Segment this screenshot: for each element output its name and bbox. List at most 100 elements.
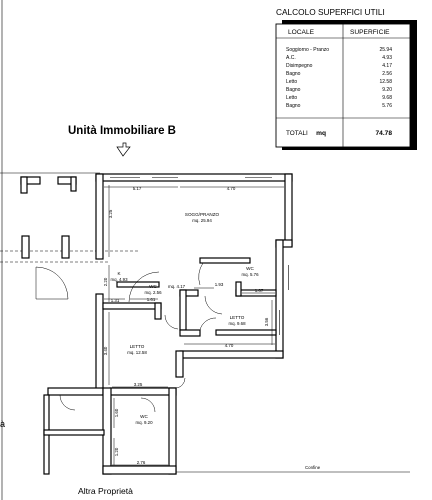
table-row: A.C. 4.93 [286,55,392,61]
room-area: mq. 9.20 [135,420,153,425]
wall-pier [70,176,77,192]
table-row: Letto 12.58 [286,79,392,85]
dim-label: 5.17 [133,186,142,191]
wall-pier [61,235,70,259]
row-value: 9.20 [382,87,392,93]
wall-stub [175,350,184,378]
room-name: LETTO [230,315,245,320]
wall-wc2 [199,257,251,264]
left-cut-label: à [0,419,5,429]
wall-mid-stub [154,302,162,320]
row-value: 2.56 [382,71,392,77]
room-name: LETTO [130,344,145,349]
room-area: mq. 4.93 [110,277,128,282]
room-area: mq. 25.94 [192,218,212,223]
dim-label: 1.67 [255,288,264,293]
room-name: K [117,271,121,276]
door-swing [175,377,186,389]
dim-label: 3.25 [108,209,113,218]
door-swing [164,314,179,330]
room-name: WC [246,266,254,271]
door-swing [199,317,217,331]
row-name: Bagno [286,87,301,93]
row-name: Letto [286,79,297,85]
dim-label: 2.76 [137,460,146,465]
table-row: Bagno 2.56 [286,71,392,77]
row-value: 12.58 [379,79,392,85]
room-name: SOGG/PRANZO [185,212,220,217]
room-area: mq. 4.17 [168,284,186,289]
dim-label: 1.61 [147,297,156,302]
wall-k [116,281,160,288]
wall-pier [21,235,30,259]
wall-left-partition [95,293,104,395]
down-arrow-icon [116,142,131,157]
wall-dis [179,329,201,337]
dim-label: 1.31 [111,298,120,303]
dim-label: 3.56 [264,317,269,326]
surface-table: CALCOLO SUPERFICI UTILI LOCALE SUPERFICI… [275,7,417,150]
wall-right [284,173,293,247]
table-total-unit: mq [316,130,326,137]
door-swing [140,397,156,413]
wall-wc2 [235,281,242,297]
door-swing [128,271,160,303]
wall-left-room [43,429,105,436]
row-name: Letto [286,95,297,101]
table-header-superficie: SUPERFICIE [350,29,390,36]
dim-label: 1.93 [215,282,224,287]
dim-label: 1.20 [114,447,119,456]
table-row: Disimpegno 4.17 [286,63,392,69]
doors [35,262,223,413]
door-swing [198,262,204,286]
row-value: 4.93 [382,55,392,61]
room-labels: SOGG/PRANZO mq. 25.94 K mq. 4.93 WC mq. … [110,212,259,425]
room-area: mq. 9.68 [228,321,246,326]
table-row: Soggiorno - Pranzo 25.94 [286,47,392,53]
wall-dis [215,329,277,336]
door-swing [59,394,76,411]
row-value: 4.17 [382,63,392,69]
wall-right-lower [275,239,284,359]
room-area: mq. 5.76 [241,272,259,277]
table-title: CALCOLO SUPERFICI UTILI [276,7,385,17]
row-name: Bagno [286,103,301,109]
dim-label: 3.25 [134,382,143,387]
dim-label: 4.70 [225,343,234,348]
table-row: Letto 9.68 [286,95,392,101]
other-property-label: Altra Proprietà [78,486,133,496]
windows [110,177,289,335]
row-value: 9.68 [382,95,392,101]
table-row: Bagno 5.76 [286,103,392,109]
room-name: WC [149,284,157,289]
row-name: A.C. [286,55,296,61]
dim-label: 4.70 [227,186,236,191]
door-swing [204,295,223,315]
room-area: mq. 12.58 [127,350,147,355]
row-value: 5.76 [382,103,392,109]
table-total-label: TOTALI [286,130,308,137]
wall-dis [179,289,187,331]
wall-pier [20,176,28,194]
row-name: Disimpegno [286,63,313,69]
dim-label: 2.20 [103,277,108,286]
wall-bottom [109,387,177,396]
wall-mid [102,302,162,310]
row-name: Soggiorno - Pranzo [286,47,329,53]
wall-bottom-right [179,350,284,359]
wall-left-partition [95,173,104,260]
wall-bottom-left [47,387,104,396]
dim-label: 3.40 [103,346,108,355]
room-area: mq. 2.56 [144,290,162,295]
table-total-value: 74.78 [375,130,392,137]
table-row: Bagno 9.20 [286,87,392,93]
walls [20,173,293,475]
row-value: 25.94 [379,47,392,53]
unit-title: Unità Immobiliare B [68,125,176,137]
confine-label: Confine [305,465,321,470]
table-header-locale: LOCALE [288,29,315,36]
dim-label: 1.60 [114,408,119,417]
row-name: Bagno [286,71,301,77]
dimension-labels: 5.17 4.70 3.25 2.20 1.31 1.61 1.93 1.67 … [103,186,269,465]
